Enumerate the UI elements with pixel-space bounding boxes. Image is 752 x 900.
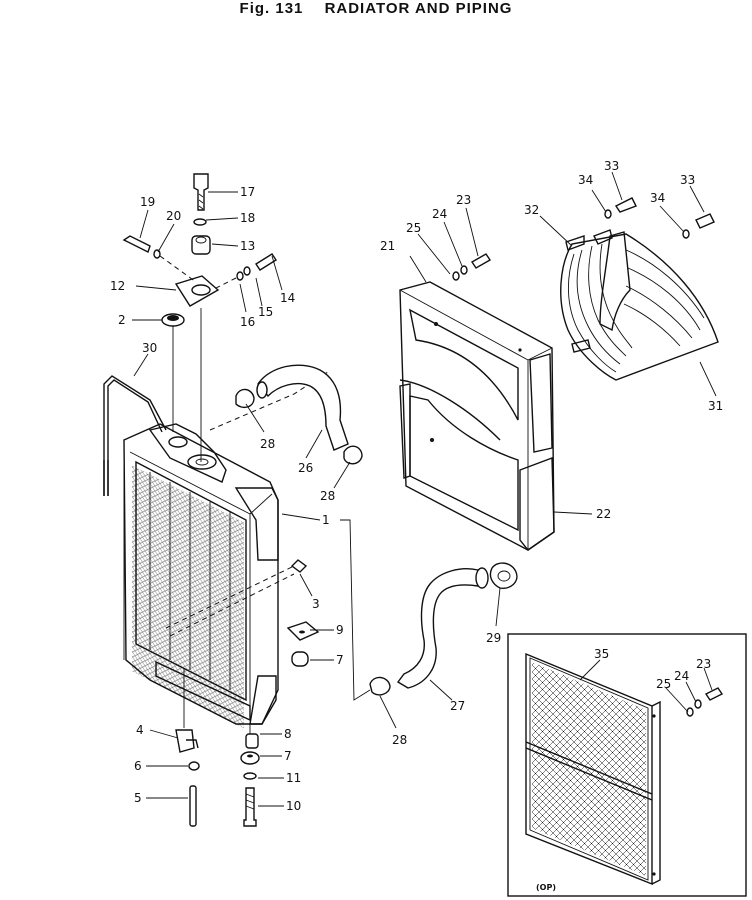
callout-15: 15 <box>258 305 273 319</box>
callout-16: 16 <box>240 315 255 329</box>
callout-17: 17 <box>240 185 255 199</box>
fan-shroud <box>399 253 555 551</box>
overflow-pipe <box>103 375 167 496</box>
callout-14: 14 <box>280 291 295 305</box>
callout-3: 3 <box>312 597 320 611</box>
callout-32: 32 <box>524 203 539 217</box>
mount-rubbers <box>240 621 320 827</box>
callout-24b: 24 <box>674 669 689 683</box>
callout-34b: 34 <box>650 191 665 205</box>
upper-hose <box>235 364 363 465</box>
cap-and-filler <box>161 308 202 462</box>
callout-26: 26 <box>298 461 313 475</box>
figure-number: Fig. 131 <box>239 0 304 17</box>
callout-33a: 33 <box>604 159 619 173</box>
figure-name: RADIATOR AND PIPING <box>324 0 513 17</box>
callout-33b: 33 <box>680 173 695 187</box>
callout-30: 30 <box>142 341 157 355</box>
option-inset: (OP) <box>507 633 747 897</box>
callout-35: 35 <box>594 647 609 661</box>
callout-23b: 23 <box>696 657 711 671</box>
callout-8: 8 <box>284 727 292 741</box>
mount-bracket <box>122 173 277 307</box>
callout-labels: 17 18 13 19 20 12 2 14 15 16 30 28 26 28… <box>110 159 723 813</box>
callout-20: 20 <box>166 209 181 223</box>
radiator-core <box>123 371 329 729</box>
callout-27: 27 <box>450 699 465 713</box>
figure-title: Fig. 131 RADIATOR AND PIPING <box>0 0 752 18</box>
callout-23a: 23 <box>456 193 471 207</box>
bolt-3 <box>290 559 308 573</box>
callout-7b: 7 <box>284 749 292 763</box>
callout-25a: 25 <box>406 221 421 235</box>
callout-28b: 28 <box>320 489 335 503</box>
drain-parts <box>175 668 200 827</box>
callout-34a: 34 <box>578 173 593 187</box>
callout-12: 12 <box>110 279 125 293</box>
callout-4: 4 <box>136 723 144 737</box>
callout-6: 6 <box>134 759 142 773</box>
callout-28a: 28 <box>260 437 275 451</box>
fan-guard <box>560 197 719 381</box>
callout-28c: 28 <box>392 733 407 747</box>
callout-10: 10 <box>286 799 301 813</box>
callout-9: 9 <box>336 623 344 637</box>
callout-5: 5 <box>134 791 142 805</box>
callout-19: 19 <box>140 195 155 209</box>
callout-29: 29 <box>486 631 501 645</box>
callout-31: 31 <box>708 399 723 413</box>
callout-11: 11 <box>286 771 301 785</box>
callout-24a: 24 <box>432 207 447 221</box>
callout-1: 1 <box>322 513 330 527</box>
leader-lines <box>132 171 717 807</box>
callout-18: 18 <box>240 211 255 225</box>
callout-25b: 25 <box>656 677 671 691</box>
lower-hose <box>369 562 518 696</box>
inset-option-tag: (OP) <box>536 883 556 892</box>
callout-7a: 7 <box>336 653 344 667</box>
callout-2: 2 <box>118 313 126 327</box>
callout-13: 13 <box>240 239 255 253</box>
callout-22: 22 <box>596 507 611 521</box>
callout-21: 21 <box>380 239 395 253</box>
